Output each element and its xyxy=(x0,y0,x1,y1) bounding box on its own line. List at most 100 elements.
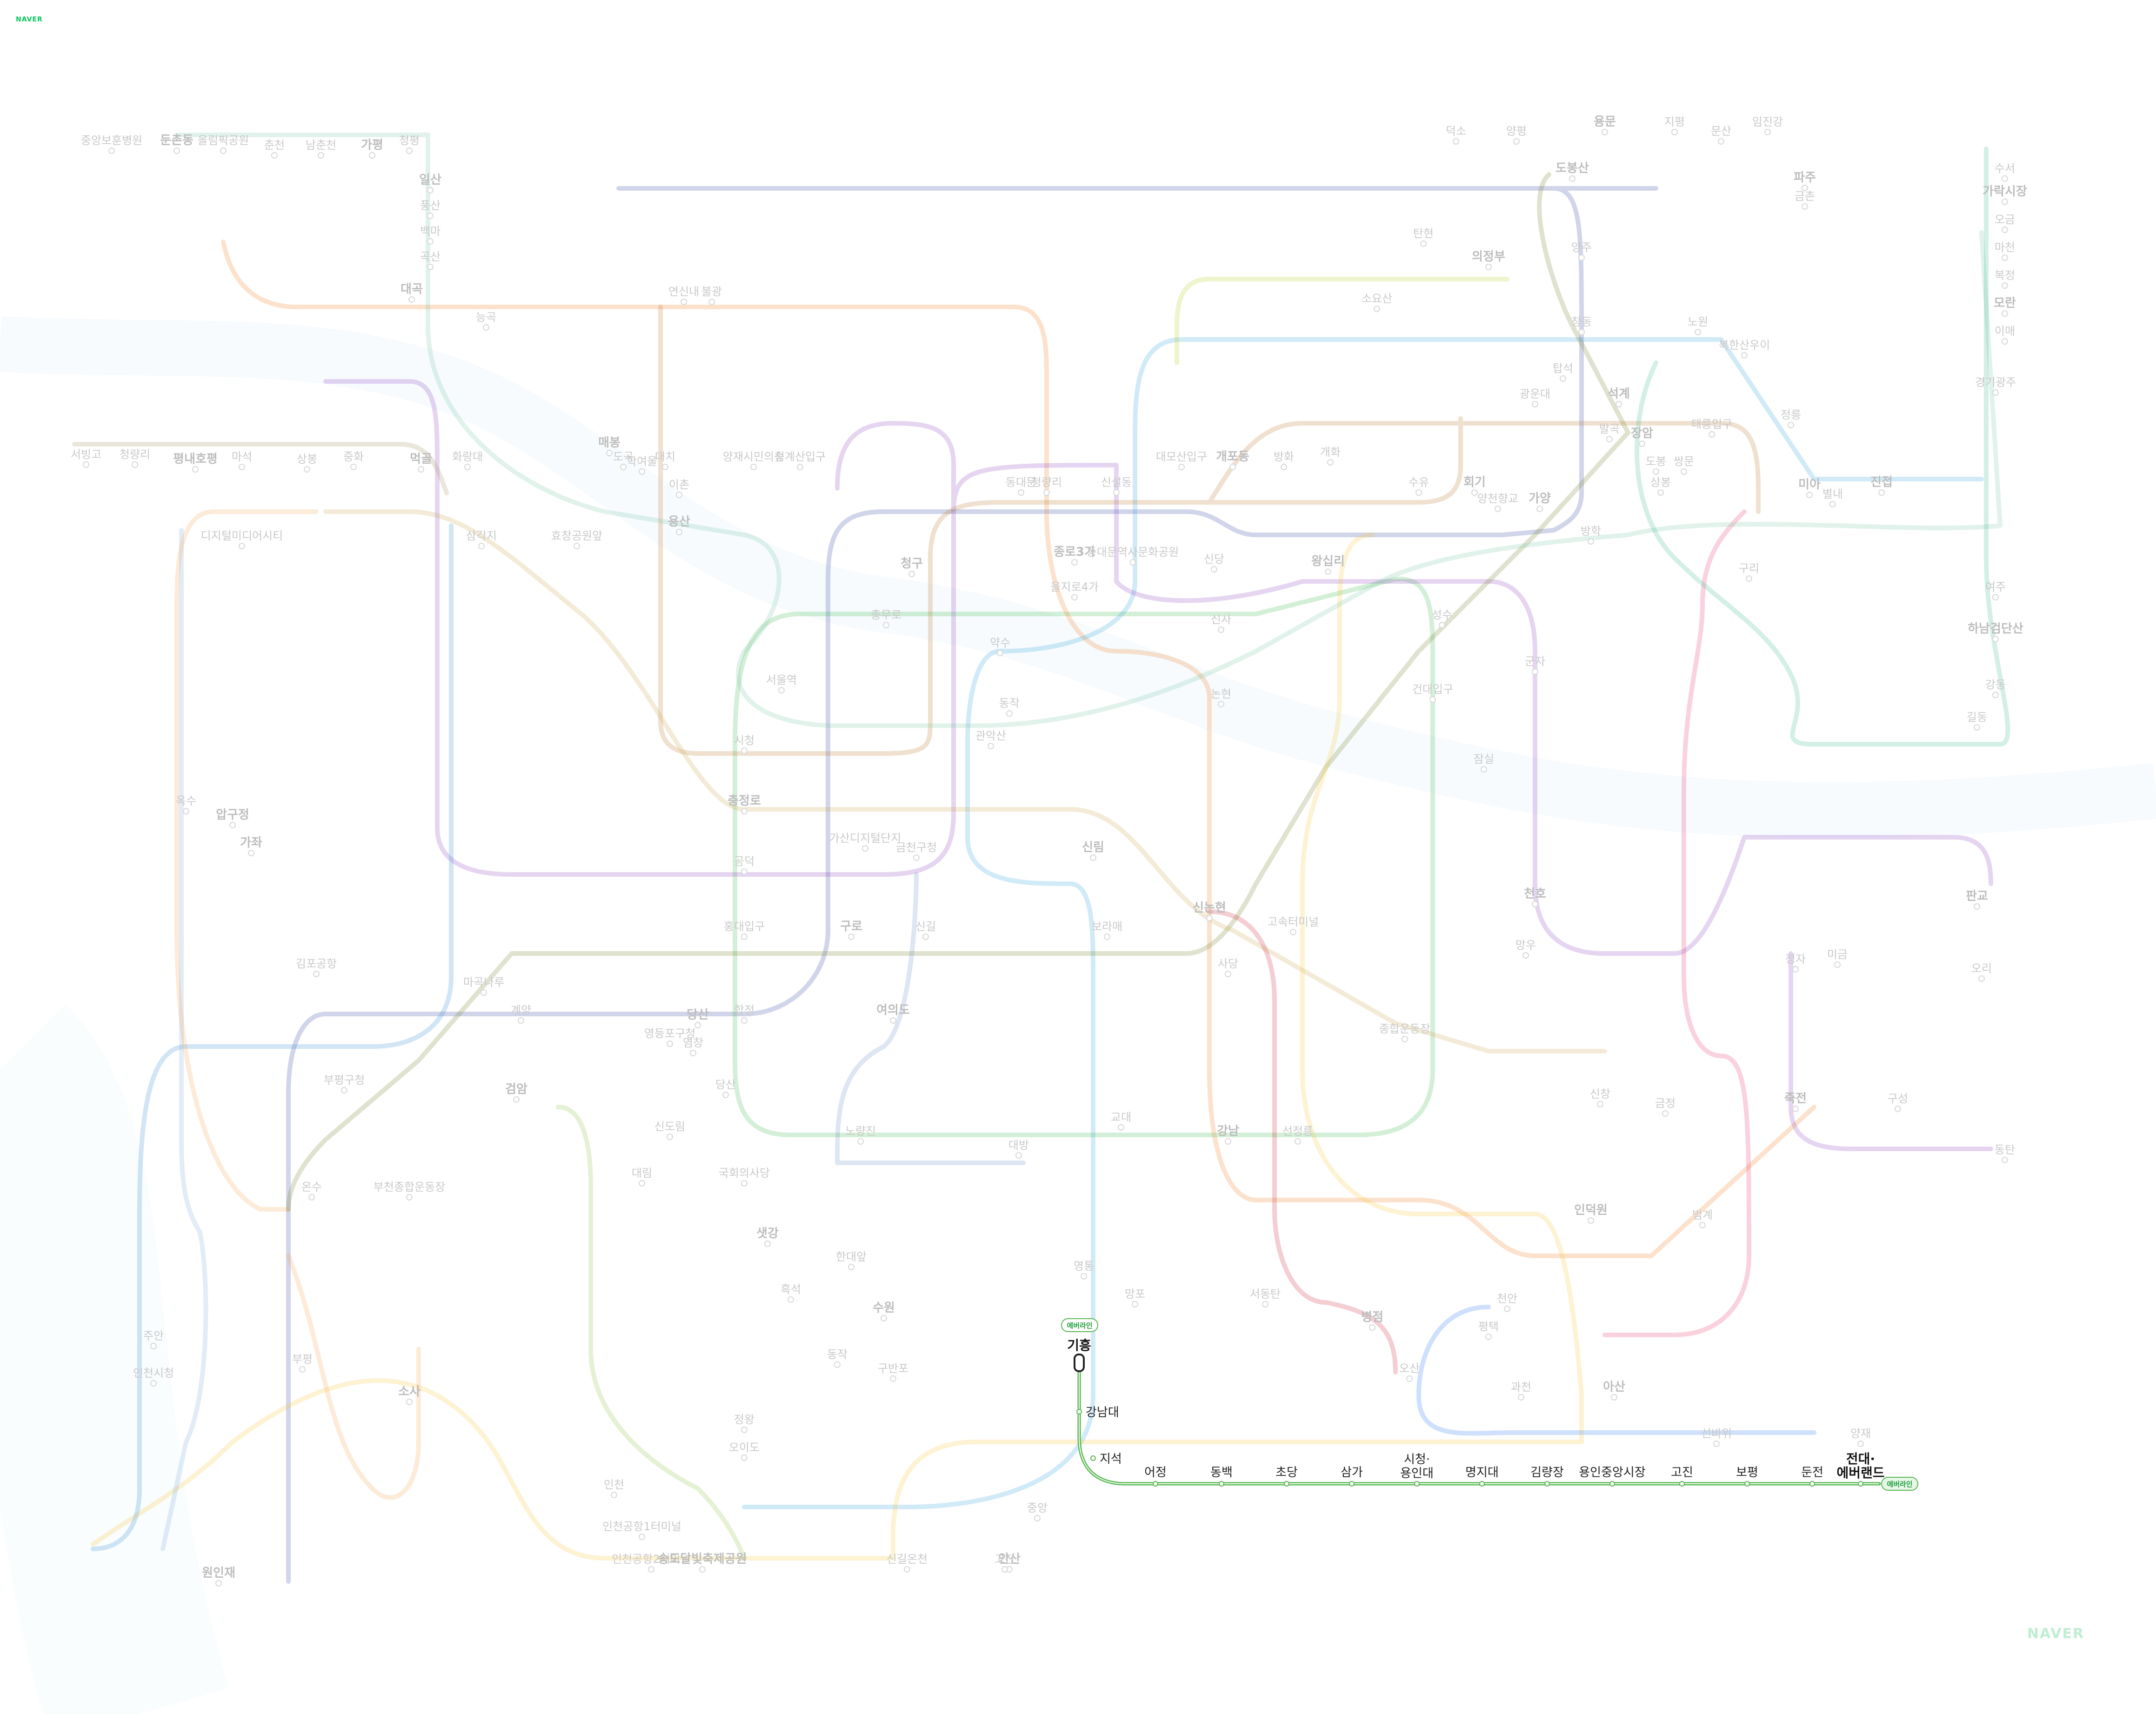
everline-station-marker[interactable] xyxy=(1744,1481,1750,1487)
everline-station-label[interactable]: 고진 xyxy=(1671,1466,1693,1480)
faded-station-label[interactable]: 서동탄 xyxy=(1250,1287,1281,1301)
faded-station-label[interactable]: 선정릉 xyxy=(1282,1125,1313,1138)
faded-station-label[interactable]: 정왕 xyxy=(734,1413,754,1426)
faded-station-label[interactable]: 을지로4가 xyxy=(1050,580,1099,594)
faded-station-label[interactable]: 부평구청 xyxy=(324,1074,365,1087)
everline-station-marker[interactable] xyxy=(1858,1481,1863,1487)
faded-station-label[interactable]: 오이도 xyxy=(729,1441,760,1454)
faded-station-label[interactable]: 파주 xyxy=(1794,171,1816,185)
faded-station-label[interactable]: 대림 xyxy=(632,1167,652,1180)
faded-station-label[interactable]: 미아 xyxy=(1798,478,1821,492)
faded-station-label[interactable]: 신사 xyxy=(1211,613,1231,626)
faded-station-label[interactable]: 신길 xyxy=(915,920,936,933)
faded-station-label[interactable]: 곡산 xyxy=(420,250,441,263)
faded-station-label[interactable]: 동대문 xyxy=(1006,476,1036,489)
faded-station-label[interactable]: 충무로 xyxy=(871,608,901,621)
everline-station-marker[interactable] xyxy=(1284,1481,1289,1487)
faded-station-label[interactable]: 수서 xyxy=(1995,162,2015,175)
faded-station-label[interactable]: 청평 xyxy=(399,134,420,147)
faded-station-label[interactable]: 인덕원 xyxy=(1574,1203,1608,1217)
faded-station-label[interactable]: 청량리 xyxy=(120,448,150,461)
everline-station-marker[interactable] xyxy=(1074,1354,1085,1372)
faded-station-label[interactable]: 디지털미디어시티 xyxy=(201,529,283,542)
faded-station-label[interactable]: 석계 xyxy=(1608,387,1630,401)
faded-station-label[interactable]: 검암 xyxy=(505,1082,527,1096)
faded-station-label[interactable]: 영통 xyxy=(1074,1260,1094,1273)
faded-station-label[interactable]: 동작 xyxy=(999,697,1020,710)
everline-station-label[interactable]: 지석 xyxy=(1100,1452,1122,1466)
faded-station-label[interactable]: 천안 xyxy=(1497,1292,1517,1305)
faded-station-label[interactable]: 미금 xyxy=(1827,948,1848,961)
faded-station-label[interactable]: 일산 xyxy=(419,173,441,187)
faded-station-label[interactable]: 효창공원앞 xyxy=(551,529,602,542)
faded-station-label[interactable]: 회기 xyxy=(1463,475,1486,489)
faded-station-label[interactable]: 동작 xyxy=(827,1348,848,1361)
faded-station-label[interactable]: 창동 xyxy=(1571,315,1592,328)
faded-station-label[interactable]: 수원 xyxy=(873,1301,895,1315)
faded-station-label[interactable]: 정릉 xyxy=(1781,408,1801,421)
faded-station-label[interactable]: 금촌 xyxy=(1795,190,1815,203)
faded-station-label[interactable]: 가양 xyxy=(1529,492,1551,506)
faded-station-label[interactable]: 오리 xyxy=(1971,962,1992,975)
faded-station-label[interactable]: 광운대 xyxy=(1520,387,1550,400)
faded-station-label[interactable]: 올림픽공원 xyxy=(198,134,249,147)
faded-station-label[interactable]: 신논현 xyxy=(1193,901,1226,915)
faded-station-label[interactable]: 청량리 xyxy=(1031,476,1062,489)
faded-station-label[interactable]: 도곡 xyxy=(613,450,634,463)
faded-station-label[interactable]: 삼각지 xyxy=(466,529,497,542)
faded-station-label[interactable]: 인천공항1터미널 xyxy=(602,1520,681,1533)
everline-station-label[interactable]: 보평 xyxy=(1736,1466,1758,1480)
faded-station-label[interactable]: 탑석 xyxy=(1553,362,1573,375)
faded-station-label[interactable]: 백마 xyxy=(420,225,441,238)
everline-station-marker[interactable] xyxy=(1809,1481,1815,1487)
faded-station-label[interactable]: 주안 xyxy=(143,1329,164,1342)
everline-station-label[interactable]: 시청· xyxy=(1404,1453,1430,1467)
faded-station-label[interactable]: 동대문역사문화공원 xyxy=(1087,546,1179,559)
faded-station-label[interactable]: 태릉입구 xyxy=(1691,418,1732,431)
everline-station-label[interactable]: 에버랜드 xyxy=(1836,1465,1884,1481)
faded-station-label[interactable]: 사당 xyxy=(1218,957,1238,970)
faded-station-label[interactable]: 부평 xyxy=(292,1353,313,1366)
faded-station-label[interactable]: 당산 xyxy=(687,1008,709,1022)
faded-station-label[interactable]: 여주 xyxy=(1985,580,2006,594)
faded-station-label[interactable]: 양평 xyxy=(1506,125,1527,138)
faded-station-label[interactable]: 길동 xyxy=(1967,711,1987,724)
faded-station-label[interactable]: 김포공항 xyxy=(296,957,337,970)
faded-station-label[interactable]: 하남검단산 xyxy=(1968,622,2023,636)
everline-station-label[interactable]: 동백 xyxy=(1210,1466,1233,1480)
faded-station-label[interactable]: 대치 xyxy=(655,450,675,463)
faded-station-label[interactable]: 당산 xyxy=(715,1078,736,1091)
faded-station-label[interactable]: 먹골 xyxy=(410,452,432,466)
faded-station-label[interactable]: 의정부 xyxy=(1472,250,1505,264)
faded-station-label[interactable]: 논현 xyxy=(1211,687,1231,700)
faded-station-label[interactable]: 대곡 xyxy=(400,282,423,296)
faded-station-label[interactable]: 망포 xyxy=(1125,1287,1145,1301)
everline-station-marker[interactable] xyxy=(1414,1481,1420,1487)
faded-station-label[interactable]: 한대앞 xyxy=(836,1250,867,1263)
faded-station-label[interactable]: 약수 xyxy=(990,636,1010,649)
faded-station-label[interactable]: 송도달빛축제공원 xyxy=(658,1552,747,1566)
faded-station-label[interactable]: 평택 xyxy=(1478,1320,1499,1333)
faded-station-label[interactable]: 신설동 xyxy=(1101,476,1132,489)
everline-station-marker[interactable] xyxy=(1609,1481,1615,1487)
everline-station-label[interactable]: 용인대 xyxy=(1400,1467,1434,1481)
faded-station-label[interactable]: 샛강 xyxy=(756,1227,779,1240)
faded-station-label[interactable]: 신창 xyxy=(1590,1087,1610,1100)
faded-station-label[interactable]: 도봉 xyxy=(1646,455,1666,468)
faded-station-label[interactable]: 노원 xyxy=(1688,315,1708,328)
faded-station-label[interactable]: 원인재 xyxy=(202,1566,235,1580)
faded-station-label[interactable]: 용문 xyxy=(1594,115,1616,129)
faded-station-label[interactable]: 부천종합운동장 xyxy=(374,1180,446,1194)
faded-station-label[interactable]: 잠실 xyxy=(1474,753,1494,766)
faded-station-label[interactable]: 소요산 xyxy=(1362,292,1392,305)
faded-station-label[interactable]: 매봉 xyxy=(598,436,621,450)
faded-station-label[interactable]: 방학 xyxy=(1581,525,1601,538)
everline-station-label[interactable]: 어정 xyxy=(1144,1466,1167,1480)
faded-station-label[interactable]: 청구 xyxy=(901,557,923,571)
faded-station-label[interactable]: 지평 xyxy=(1664,115,1685,128)
faded-station-label[interactable]: 가좌 xyxy=(240,836,262,850)
faded-station-label[interactable]: 성수 xyxy=(1432,608,1452,621)
faded-station-label[interactable]: 병점 xyxy=(1361,1310,1383,1324)
everline-station-label[interactable]: 명지대 xyxy=(1465,1466,1499,1480)
faded-station-label[interactable]: 노량진 xyxy=(845,1125,876,1138)
